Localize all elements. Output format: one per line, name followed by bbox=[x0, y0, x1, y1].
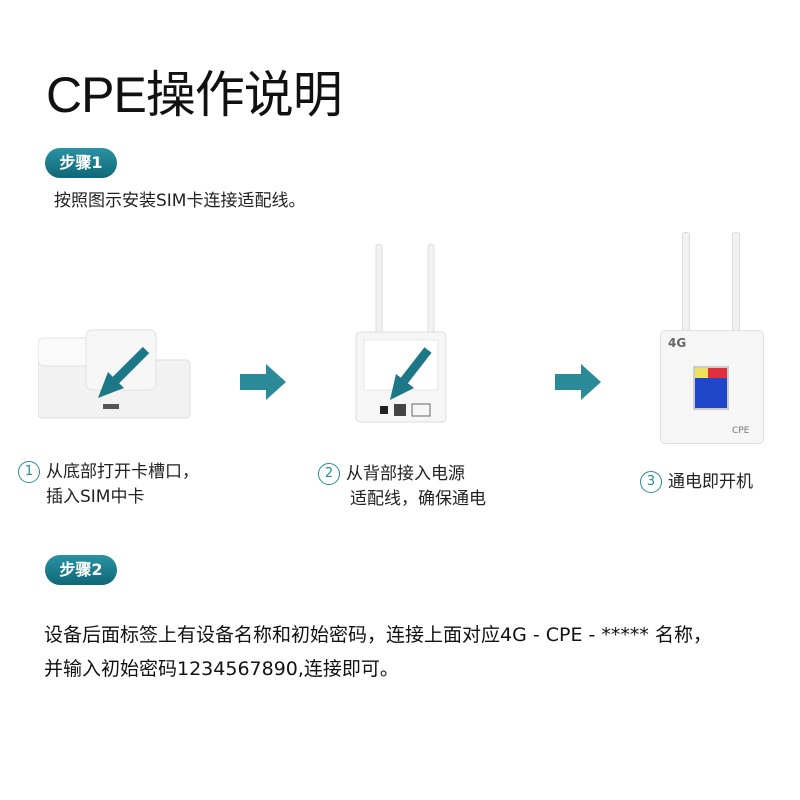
step2-line-2: 并输入初始密码1234567890,连接即可。 bbox=[44, 658, 399, 680]
step2-line-1: 设备后面标签上有设备名称和初始密码，连接上面对应4G - CPE - *****… bbox=[44, 624, 712, 646]
step1-badge: 步骤1 bbox=[45, 148, 117, 178]
device-front-image: 4G CPE bbox=[660, 230, 765, 445]
device-brand-label: CPE bbox=[732, 426, 750, 436]
step2-badge: 步骤2 bbox=[45, 555, 117, 585]
device-screen bbox=[693, 366, 729, 410]
arrow-right-icon bbox=[555, 364, 601, 400]
page-title: CPE操作说明 bbox=[46, 67, 343, 123]
device-back-image bbox=[355, 243, 447, 423]
arrow-right-icon bbox=[240, 364, 286, 400]
device-4g-label: 4G bbox=[668, 336, 687, 350]
step1-text: 按照图示安装SIM卡连接适配线。 bbox=[54, 191, 306, 211]
device-bottom-image bbox=[38, 329, 191, 419]
